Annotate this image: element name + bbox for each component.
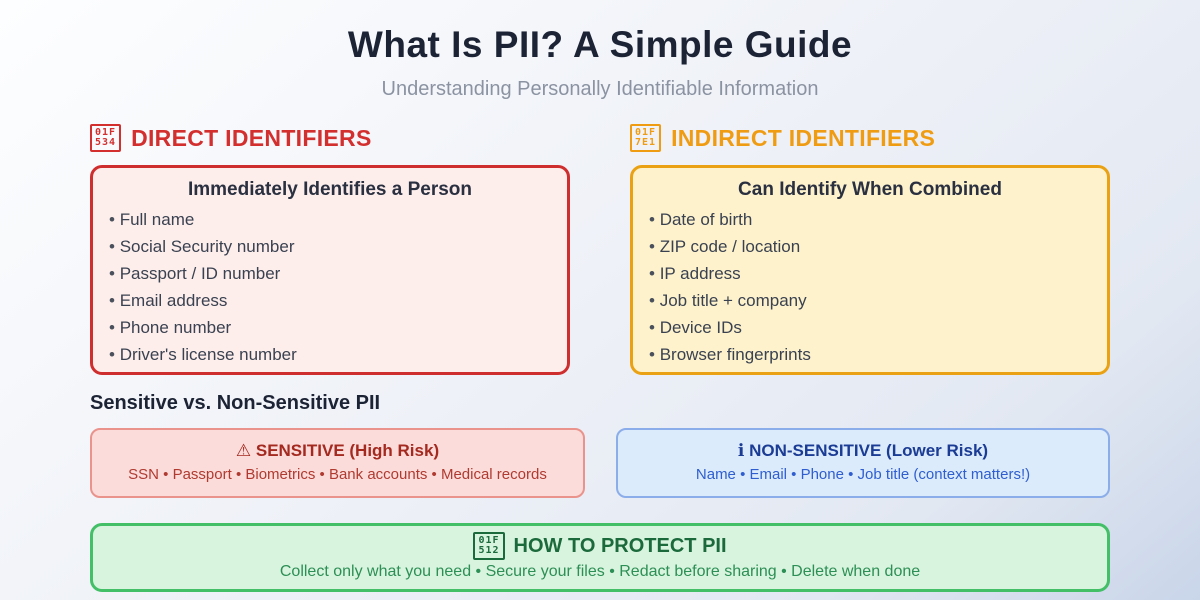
nonsensitive-pii-box: ℹ NON-SENSITIVE (Lower Risk) Name • Emai… (616, 428, 1110, 498)
indirect-identifiers-box: Can Identify When Combined Date of birth… (630, 165, 1110, 375)
list-item: Browser fingerprints (649, 341, 1097, 368)
sensitive-box-title: ⚠ SENSITIVE (High Risk) (235, 441, 440, 460)
list-item: ZIP code / location (649, 233, 1097, 260)
tofu-hex-bottom: 7E1 (635, 137, 657, 148)
list-item: Date of birth (649, 206, 1097, 233)
protect-box-header: 01F 512 HOW TO PROTECT PII (93, 532, 1107, 560)
list-item: Phone number (109, 314, 557, 341)
list-item: Full name (109, 206, 557, 233)
sensitive-pii-box: ⚠ SENSITIVE (High Risk) SSN • Passport •… (90, 428, 585, 498)
indirect-box-title: Can Identify When Combined (738, 179, 1002, 200)
sensitive-box-items: SSN • Passport • Biometrics • Bank accou… (128, 466, 547, 483)
sensitivity-section-heading: Sensitive vs. Non-Sensitive PII (90, 392, 381, 414)
protect-pii-box: 01F 512 HOW TO PROTECT PII Collect only … (90, 523, 1110, 592)
list-item: IP address (649, 260, 1097, 287)
direct-identifiers-header: 01F 534 DIRECT IDENTIFIERS (90, 124, 372, 152)
tofu-hex-top: 01F (478, 535, 500, 546)
protect-box-items: Collect only what you need • Secure your… (279, 563, 921, 580)
list-item: Job title + company (649, 287, 1097, 314)
direct-identifiers-header-label: DIRECT IDENTIFIERS (131, 124, 372, 151)
yellow-circle-emoji-tofu-icon: 01F 7E1 (630, 124, 662, 152)
direct-box-title: Immediately Identifies a Person (187, 179, 473, 200)
nonsensitive-box-title: ℹ NON-SENSITIVE (Lower Risk) (737, 441, 989, 460)
tofu-hex-top: 01F (635, 127, 657, 138)
indirect-identifiers-header-label: INDIRECT IDENTIFIERS (671, 124, 936, 151)
red-circle-emoji-tofu-icon: 01F 534 (90, 124, 122, 152)
list-item: Social Security number (109, 233, 557, 260)
nonsensitive-box-items: Name • Email • Phone • Job title (contex… (695, 466, 1031, 483)
direct-identifiers-list: Full nameSocial Security numberPassport … (93, 206, 567, 368)
list-item: Driver's license number (109, 341, 557, 368)
tofu-hex-bottom: 534 (95, 137, 117, 148)
tofu-hex-bottom: 512 (478, 545, 500, 556)
lock-emoji-tofu-icon: 01F 512 (473, 532, 505, 560)
list-item: Device IDs (649, 314, 1097, 341)
tofu-hex-top: 01F (95, 127, 117, 138)
indirect-identifiers-header: 01F 7E1 INDIRECT IDENTIFIERS (630, 124, 935, 152)
list-item: Passport / ID number (109, 260, 557, 287)
page-subtitle: Understanding Personally Identifiable In… (381, 78, 819, 100)
direct-identifiers-box: Immediately Identifies a Person Full nam… (90, 165, 570, 375)
list-item: Email address (109, 287, 557, 314)
page-title: What Is PII? A Simple Guide (347, 24, 853, 65)
indirect-identifiers-list: Date of birthZIP code / locationIP addre… (633, 206, 1107, 368)
protect-box-title: HOW TO PROTECT PII (513, 534, 727, 557)
